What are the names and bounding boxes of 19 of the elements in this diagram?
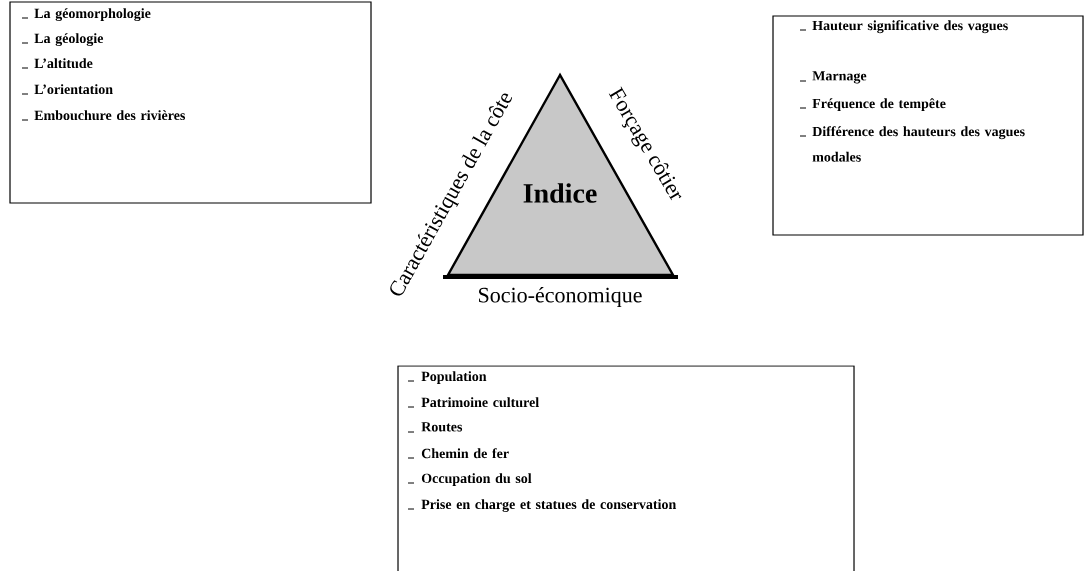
list-item: Prise en charge et statues de conservation [421,499,677,512]
list-item: Embouchure des rivières [34,110,186,121]
list-item: Chemin de fer [421,448,509,459]
list-item: La géologie [34,33,104,46]
list-item: Patrimoine culturel [421,397,539,408]
list-item: Différence des hauteurs des vagues modales [812,126,1025,162]
list-box [9,1,372,204]
list-item: L’orientation [34,84,113,95]
list-item: Population [421,371,487,384]
list-item: Marnage [812,71,867,84]
list-box [772,15,1084,236]
list-item: Hauteur significative des vagues [812,20,1008,34]
list-item: Routes [421,422,463,432]
list-item: Occupation du sol [421,473,532,486]
list-item: L’altitude [34,58,93,69]
side-label: Socio-économique [479,287,642,307]
list-item: Fréquence de tempête [812,98,946,112]
list-box [397,365,855,571]
list-item: La géomorphologie [34,8,151,21]
